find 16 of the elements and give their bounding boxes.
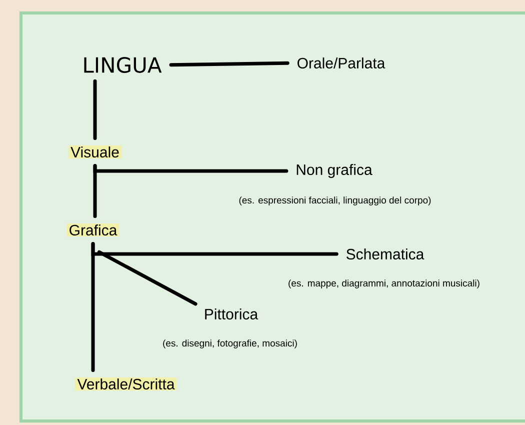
category-label: Non grafica (296, 164, 372, 178)
category-label: Visuale (68, 146, 122, 158)
example-note: (es. mappe, diagrammi, annotazioni musicali) (288, 280, 480, 288)
connector-line (97, 250, 198, 306)
category-label: Orale/Parlata (298, 58, 386, 68)
connector-line (91, 242, 95, 372)
category-label: Pittorica (205, 308, 258, 320)
category-label: Verbale/Scritta (75, 377, 177, 390)
category-label: Schematica (346, 248, 424, 260)
category-label: Grafica (66, 223, 120, 236)
connector-line (169, 61, 290, 67)
connector-line (93, 164, 97, 218)
example-note: (es. espressioni facciali, linguaggio del corpo) (239, 196, 431, 206)
example-note: (es. disegni, fotografie, mosaici) (163, 340, 297, 348)
title-word: LINGUA (84, 57, 162, 73)
connector-line (93, 79, 97, 140)
